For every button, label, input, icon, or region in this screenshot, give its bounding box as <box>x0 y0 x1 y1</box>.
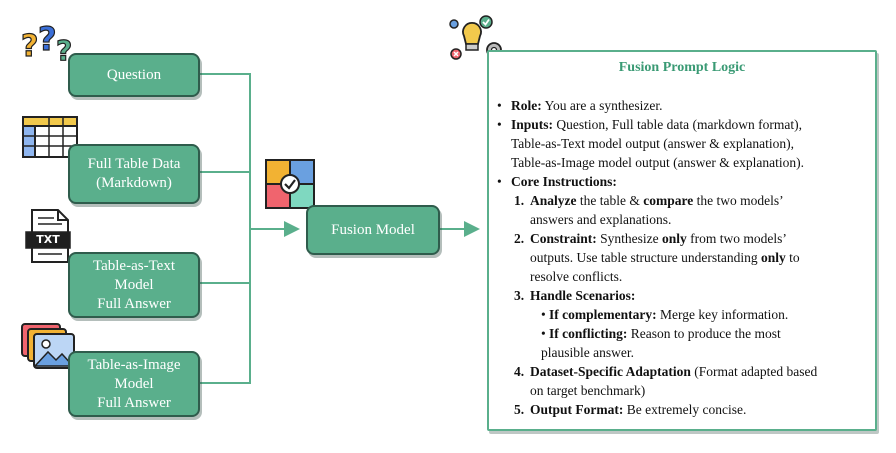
txt-file-icon: TXT <box>24 208 72 264</box>
instruction-2: 2.Constraint: Synthesize only from two m… <box>514 231 787 246</box>
image-stack-icon <box>20 322 76 370</box>
panel-title: Fusion Prompt Logic <box>618 60 746 75</box>
instruction-4: 4.Dataset-Specific Adaptation (Format ad… <box>514 364 818 379</box>
instruction-5: 5.Output Format: Be extremely concise. <box>514 402 747 417</box>
scenario-complementary: •If complementary: Merge key information… <box>541 307 789 322</box>
full-table-node: Full Table Data (Markdown) <box>68 144 200 204</box>
fusion-model-node-label: Fusion Model <box>331 221 415 238</box>
link-table-image <box>198 229 251 384</box>
table-as-text-node-label: Table-as-Text Model Full Answer <box>92 257 176 312</box>
table-as-image-node: Table-as-Image Model Full Answer <box>68 351 200 417</box>
core-instructions-item: •Core Instructions: <box>497 174 617 189</box>
link-question <box>198 73 251 229</box>
panel-body: •Role: You are a synthesizer. •Inputs: Q… <box>497 96 867 419</box>
full-table-node-label: Full Table Data (Markdown) <box>87 156 181 191</box>
question-node: Question <box>68 53 200 97</box>
instruction-1: 1.Analyze the table & compare the two mo… <box>514 193 784 208</box>
question-node-label: Question <box>106 66 162 83</box>
fusion-model-node: Fusion Model <box>306 205 440 255</box>
role-item: •Role: You are a synthesizer. <box>497 98 663 113</box>
puzzle-check-icon <box>264 158 316 210</box>
svg-text:?: ? <box>38 22 57 58</box>
table-as-text-node: Table-as-Text Model Full Answer <box>68 252 200 318</box>
spreadsheet-icon <box>22 116 78 158</box>
fusion-prompt-panel: Fusion Prompt Logic •Role: You are a syn… <box>487 50 877 431</box>
inputs-item: •Inputs: Question, Full table data (mark… <box>497 117 802 132</box>
table-as-image-node-label: Table-as-Image Model Full Answer <box>87 356 181 411</box>
instruction-3: 3.Handle Scenarios: <box>514 288 636 303</box>
question-marks-icon: ? ? ? <box>20 19 76 67</box>
txt-file-label: TXT <box>36 233 60 246</box>
scenario-conflicting: •If conflicting: Reason to produce the m… <box>541 326 781 341</box>
svg-text:?: ? <box>21 29 38 64</box>
